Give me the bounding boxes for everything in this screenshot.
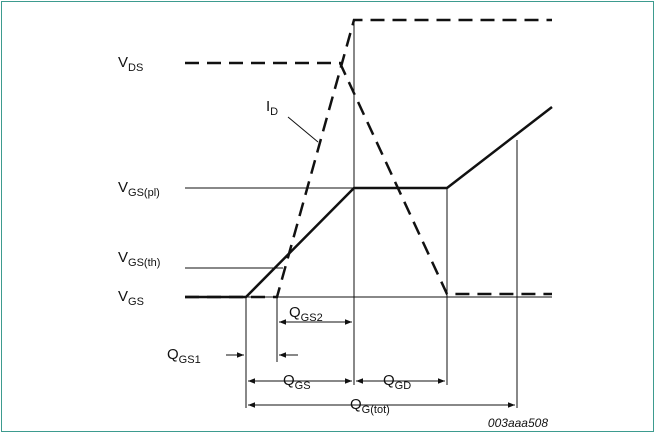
vgs-curve	[185, 106, 553, 299]
id-leader	[287, 116, 319, 143]
label-vgs: VGS	[118, 288, 144, 308]
label-qgs: QGS	[283, 372, 311, 392]
label-qgs1: QGS1	[167, 346, 201, 366]
label-vds: VDS	[118, 54, 143, 74]
label-id: ID	[266, 98, 278, 118]
id-curve	[185, 18, 552, 299]
vds-curve	[185, 61, 552, 296]
label-vgsth: VGS(th)	[118, 249, 160, 269]
label-qgtot: QG(tot)	[350, 396, 390, 416]
label-vgspl: VGS(pl)	[118, 179, 160, 199]
label-qgs2: QGS2	[289, 304, 323, 324]
figure-code: 003aaa508	[488, 416, 548, 430]
label-qgd: QGD	[383, 372, 411, 392]
